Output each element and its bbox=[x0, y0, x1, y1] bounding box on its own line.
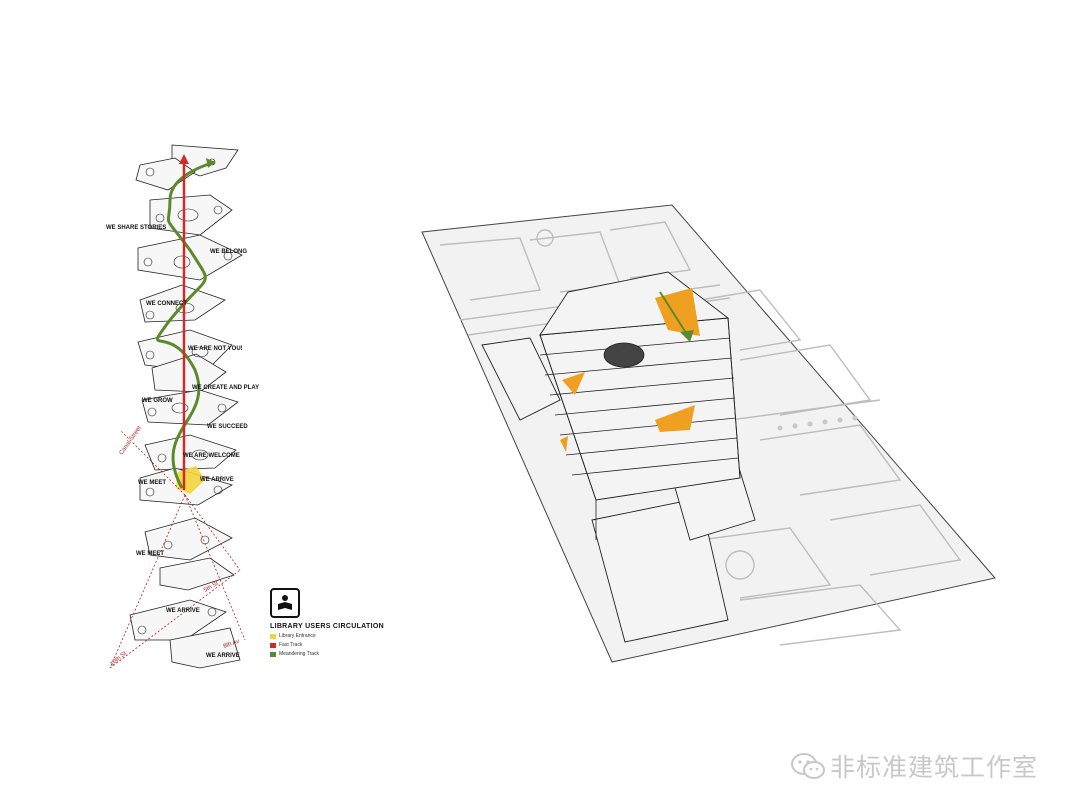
floor-plate bbox=[144, 517, 233, 561]
floor-label: WE ARE NOT YOU! bbox=[188, 346, 243, 352]
floor-plate bbox=[129, 599, 227, 641]
watermark-text: 非标准建筑工作室 bbox=[830, 753, 1039, 782]
legend-swatch bbox=[270, 651, 276, 657]
floor-label: WE MEET bbox=[138, 480, 166, 486]
legend-swatch bbox=[270, 642, 276, 648]
floor-plate bbox=[137, 234, 243, 281]
floor-plate bbox=[151, 353, 227, 393]
legend-item: Fast Track bbox=[270, 642, 420, 648]
floor-label: WE CONNECT bbox=[146, 301, 187, 307]
floor-label: WE ARRIVE bbox=[166, 608, 200, 614]
floor-label: WE SUCCEED bbox=[207, 424, 248, 430]
floor-label: WE CREATE AND PLAY bbox=[192, 385, 259, 391]
floor-plate bbox=[141, 389, 239, 426]
floor-plate bbox=[144, 434, 237, 471]
meandering-arrow-icon bbox=[206, 158, 215, 168]
legend-label: Library Entrance bbox=[279, 633, 316, 639]
fast-track-arrow-icon bbox=[179, 154, 189, 164]
meandering-track bbox=[155, 160, 216, 489]
floor-plate bbox=[169, 627, 241, 669]
floor-plate bbox=[135, 157, 196, 191]
legend-label: Fast Track bbox=[279, 642, 303, 648]
floor-label: WE ARE WELCOME bbox=[183, 453, 240, 459]
legend-swatch bbox=[270, 633, 276, 639]
floor-label: WE ARRIVE bbox=[206, 653, 240, 659]
legend-label: Meandering Track bbox=[279, 651, 320, 657]
arrow-head-icon bbox=[680, 330, 694, 342]
floor-label: WE GROW bbox=[142, 398, 173, 404]
legend-item: Library Entrance bbox=[270, 633, 420, 639]
wechat-icon bbox=[791, 753, 825, 779]
floor-label: WE ARRIVE bbox=[200, 477, 234, 483]
street-label: 8th Av bbox=[223, 639, 241, 650]
floor-label: WE SHARE STORIES bbox=[106, 225, 166, 231]
legend-title: LIBRARY USERS CIRCULATION bbox=[270, 623, 384, 630]
floor-plate bbox=[159, 557, 235, 591]
meandering-track-arrow bbox=[659, 291, 689, 337]
watermark: 非标准建筑工作室 bbox=[790, 748, 1038, 784]
library-reader-icon bbox=[270, 588, 300, 618]
legend: LIBRARY USERS CIRCULATION Library Entran… bbox=[270, 588, 420, 657]
atrium-cylinder bbox=[603, 342, 645, 368]
legend-item: Meandering Track bbox=[270, 651, 420, 657]
floor-label: WE BELONG bbox=[210, 249, 247, 255]
floor-label: WE MEET bbox=[136, 551, 164, 557]
